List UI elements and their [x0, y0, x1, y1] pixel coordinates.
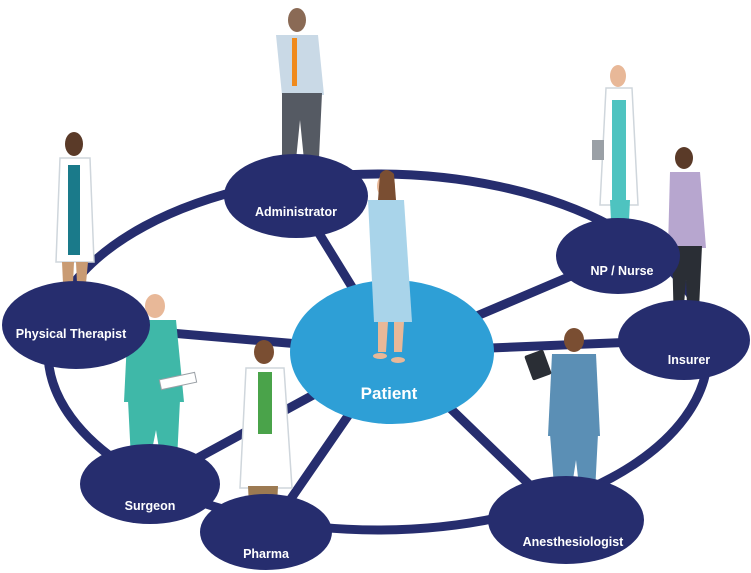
node-surgeon-label: Surgeon — [125, 499, 176, 513]
node-patient-label: Patient — [361, 384, 418, 403]
node-insurer-shape — [618, 300, 750, 380]
node-physical-therapist-shape — [2, 281, 150, 369]
node-anesthesiologist: Anesthesiologist — [488, 476, 644, 564]
node-pharma-shape — [200, 494, 332, 570]
node-np-nurse: NP / Nurse — [556, 218, 680, 294]
node-pharma: Pharma — [200, 494, 332, 570]
node-surgeon: Surgeon — [80, 444, 220, 524]
patient-figure — [368, 170, 412, 363]
node-physical-therapist: Physical Therapist — [2, 281, 150, 369]
node-physical-therapist-label: Physical Therapist — [16, 327, 127, 341]
node-administrator-label: Administrator — [255, 205, 337, 219]
node-surgeon-shape — [80, 444, 220, 524]
node-anesthesiologist-label: Anesthesiologist — [523, 535, 625, 549]
node-patient-shape — [290, 280, 494, 424]
node-anesthesiologist-shape — [488, 476, 644, 564]
node-pharma-label: Pharma — [243, 547, 290, 561]
node-administrator: Administrator — [224, 154, 368, 238]
node-administrator-shape — [224, 154, 368, 238]
node-insurer: Insurer — [618, 300, 750, 380]
node-patient: Patient — [290, 280, 494, 424]
node-np-nurse-label: NP / Nurse — [591, 264, 654, 278]
node-insurer-label: Insurer — [668, 353, 711, 367]
node-np-nurse-shape — [556, 218, 680, 294]
